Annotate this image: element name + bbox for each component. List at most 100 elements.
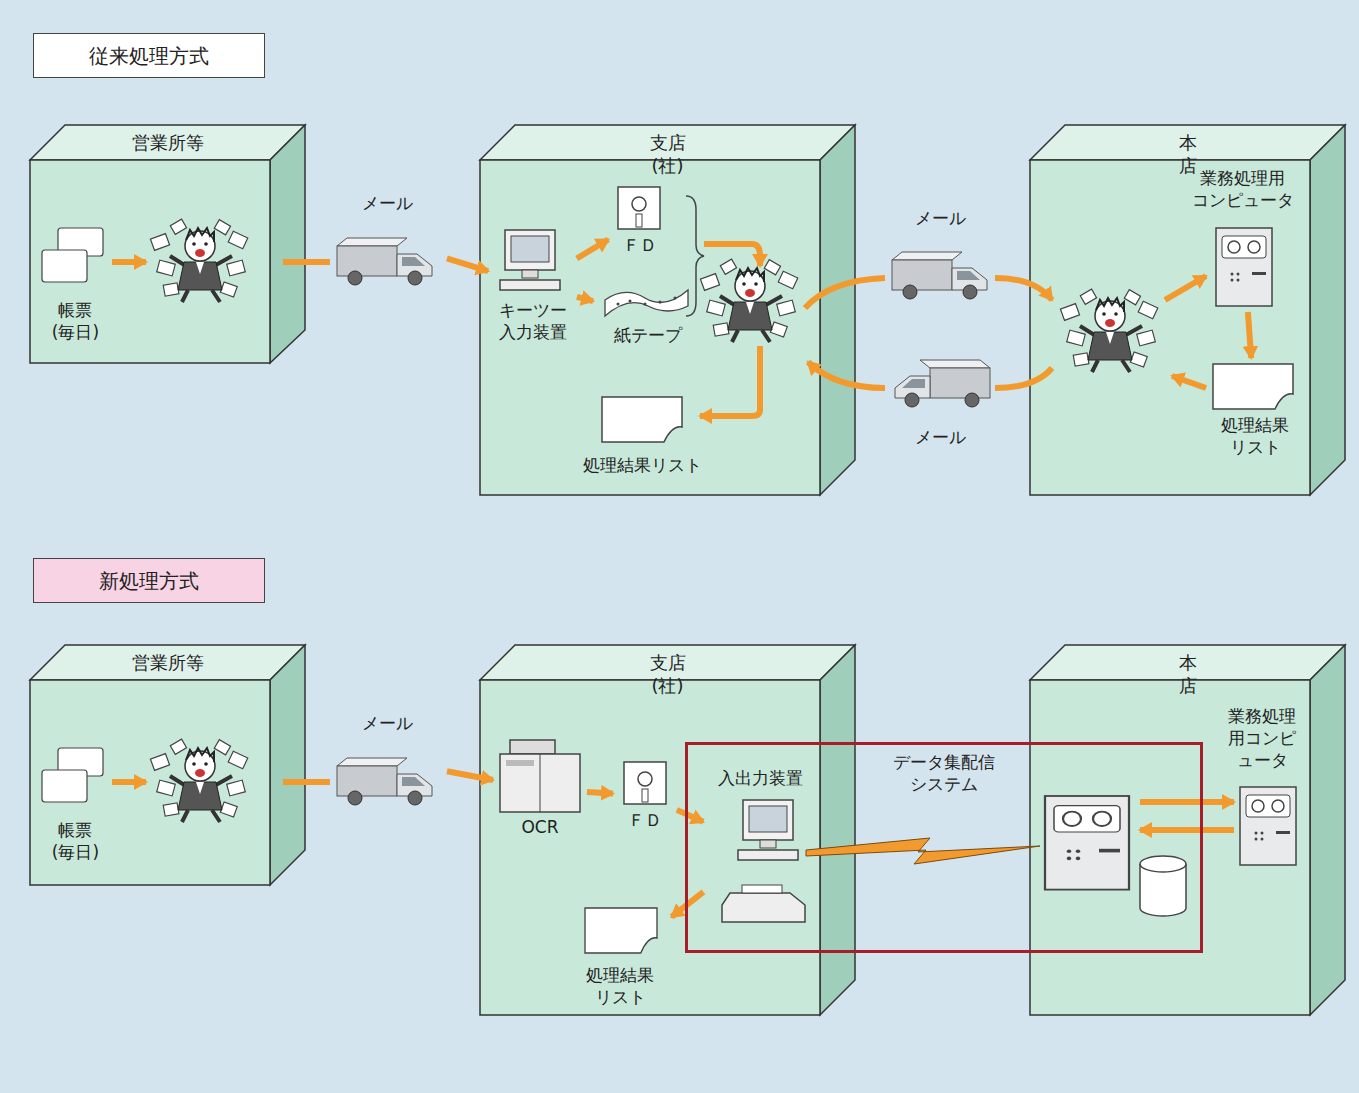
- result-list: [585, 908, 657, 953]
- node-label: 支店(社): [650, 651, 686, 698]
- computer-item: 業務処理 用コンピ ュータ: [1212, 703, 1312, 861]
- keyboard-terminal: [500, 230, 560, 290]
- mail-truck: メール: [885, 205, 995, 305]
- floppy-disk: [624, 762, 666, 804]
- truck: [892, 252, 987, 299]
- distribution-server: [1045, 796, 1129, 890]
- result-item: 処理結果 リスト: [570, 905, 670, 1010]
- box-side: [270, 125, 305, 363]
- busy-worker: [150, 739, 247, 822]
- paper-tape: [605, 290, 688, 316]
- io-device: 入出力装置: [705, 765, 815, 930]
- node-label: ＦＤ: [623, 234, 657, 256]
- tape-item: 紙テープ: [595, 283, 700, 348]
- mail-truck: メール: [330, 190, 445, 290]
- node-label: データ集配信 システム: [893, 751, 995, 795]
- box-side: [1310, 125, 1345, 495]
- node-label: 業務処理用 コンピュータ: [1192, 167, 1294, 211]
- node-label: 新処理方式: [99, 568, 199, 594]
- node-label: ＦＤ: [628, 809, 662, 831]
- node-label: 入出力装置: [718, 767, 803, 789]
- node-label: 処理結果リスト: [583, 454, 702, 476]
- node-label: 従来処理方式: [89, 43, 209, 69]
- node-label: 帳票 (毎日): [52, 819, 99, 863]
- ocr-machine: [500, 740, 580, 812]
- node-label: 営業所等: [132, 651, 204, 674]
- box-top: [30, 125, 305, 160]
- flow-arrow: [677, 810, 703, 822]
- result-list: [1213, 364, 1293, 409]
- node-label: 本 店: [1179, 651, 1197, 698]
- flow-arrow: [447, 258, 488, 271]
- node-label: 処理結果 リスト: [586, 964, 654, 1008]
- terminal: [738, 800, 798, 860]
- floppy-disk: [618, 187, 660, 229]
- node-label: OCR: [521, 816, 558, 838]
- flow-arrow: [577, 240, 609, 259]
- system-frame: データ集配信 システム 入出力装置: [688, 745, 1200, 950]
- box-side: [270, 645, 305, 885]
- flow-arrow: [672, 892, 704, 917]
- node-label: メール: [915, 426, 966, 448]
- host-computer: [1216, 228, 1272, 306]
- floppy-item: ＦＤ: [610, 183, 670, 258]
- truck: [337, 758, 432, 805]
- busy-worker: [1060, 289, 1157, 372]
- result-item: 処理結果 リスト: [1205, 360, 1305, 460]
- branch-box: 支店(社) OCR ＦＤ 処理結果 リスト: [480, 645, 855, 1015]
- node-label: 処理結果 リスト: [1221, 414, 1289, 458]
- computer-item: 業務処理用 コンピュータ: [1180, 165, 1305, 310]
- busy-worker: [150, 219, 247, 302]
- box-front: [30, 680, 270, 885]
- flow-arrow: [1248, 312, 1251, 358]
- section-title: 新処理方式: [33, 558, 265, 603]
- node-label: 本 店: [1179, 131, 1197, 178]
- truck: [337, 238, 432, 285]
- input-device: キーツー 入力装置: [490, 225, 575, 345]
- node-label: メール: [915, 207, 966, 229]
- form-sheets: [42, 748, 103, 802]
- truck: [895, 360, 990, 407]
- box-side: [820, 645, 855, 1015]
- printer: [722, 885, 805, 922]
- host-computer: [1240, 787, 1296, 865]
- box-front: [480, 680, 820, 1015]
- node-label: メール: [362, 192, 413, 214]
- node-label: メール: [362, 712, 413, 734]
- box-front: [1030, 680, 1310, 1015]
- comm-link: [806, 838, 1040, 864]
- node-label: 帳票 (毎日): [52, 299, 99, 343]
- node-label: キーツー 入力装置: [499, 299, 567, 343]
- flow-arrow: [587, 792, 613, 794]
- office-box: 営業所等帳票 (毎日): [30, 645, 305, 885]
- flow-arrow: [577, 297, 593, 301]
- busy-worker: [700, 259, 797, 342]
- building-boxes: [30, 125, 1345, 1015]
- node-label: 業務処理 用コンピ ュータ: [1228, 705, 1296, 771]
- box-front: [480, 160, 820, 495]
- bracket: [686, 196, 704, 316]
- box-side: [1310, 645, 1345, 1015]
- mail-truck: メール: [330, 710, 445, 810]
- node-label: 紙テープ: [614, 324, 682, 346]
- box-top: [30, 645, 305, 680]
- mail-truck: メール: [885, 350, 995, 450]
- floppy-item: ＦＤ: [615, 758, 675, 833]
- head-office-box: 本 店業務処理 用コンピ ュータ: [1030, 645, 1345, 1015]
- box-side: [820, 125, 855, 495]
- box-front: [1030, 160, 1310, 495]
- flow-arrow: [447, 771, 493, 780]
- form-item: 帳票 (毎日): [38, 742, 113, 865]
- section-title: 従来処理方式: [33, 33, 265, 78]
- result-item: 処理結果リスト: [575, 393, 710, 478]
- head-office-box: 本 店業務処理用 コンピュータ処理結果 リスト: [1030, 125, 1345, 495]
- node-label: 支店(社): [650, 131, 686, 178]
- branch-box: 支店(社) キーツー 入力装置 ＦＤ 紙テープ処理結果リスト: [480, 125, 855, 495]
- result-list: [602, 397, 682, 442]
- disk-drum: [1140, 856, 1186, 916]
- ocr-item: OCR: [495, 738, 585, 840]
- office-box: 営業所等帳票 (毎日): [30, 125, 305, 363]
